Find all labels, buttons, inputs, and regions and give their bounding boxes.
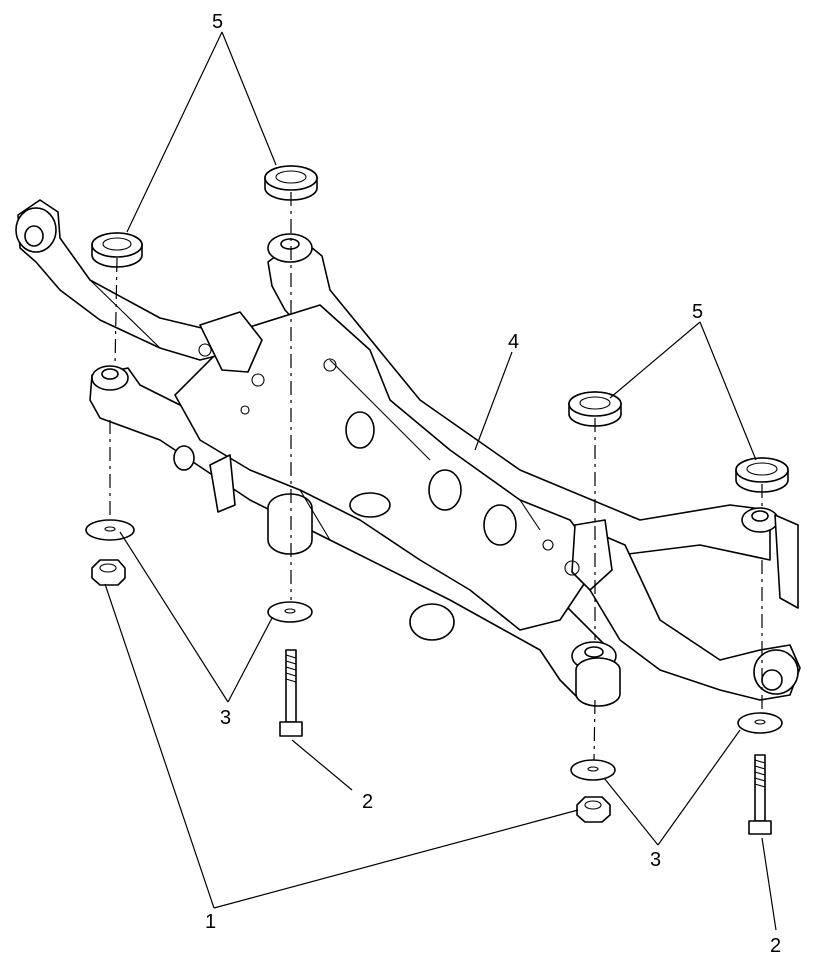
washer-center xyxy=(267,601,313,623)
nut-left xyxy=(91,559,126,586)
washer-bottom-right-1 xyxy=(570,759,616,781)
assembly-axes xyxy=(109,192,763,761)
insulator-top-right-2 xyxy=(735,457,789,493)
callout-4: 4 xyxy=(508,331,519,353)
callout-3-left: 3 xyxy=(220,707,231,729)
insulator-top-right-1 xyxy=(568,391,622,427)
callout-labels: 5 4 5 3 2 3 1 2 xyxy=(205,11,781,957)
subframe-crossmember xyxy=(15,199,801,707)
callout-2-right: 2 xyxy=(770,935,781,957)
callout-2-center: 2 xyxy=(362,791,373,813)
insulator-top-center xyxy=(264,165,318,201)
nut-right xyxy=(576,796,611,823)
flange-nuts xyxy=(91,559,611,823)
insulator-top-left xyxy=(91,232,143,268)
bolt-center xyxy=(279,649,303,737)
bolt-right xyxy=(748,754,772,835)
leader-lines xyxy=(104,31,777,931)
callout-5-top: 5 xyxy=(212,11,223,33)
callout-5-right: 5 xyxy=(692,301,703,323)
washer-bottom-right-2 xyxy=(737,712,783,734)
mounting-bolts xyxy=(279,649,772,835)
washer-left xyxy=(85,519,135,541)
upper-insulators xyxy=(91,165,789,493)
callout-1: 1 xyxy=(205,911,216,933)
callout-3-right: 3 xyxy=(650,849,661,871)
